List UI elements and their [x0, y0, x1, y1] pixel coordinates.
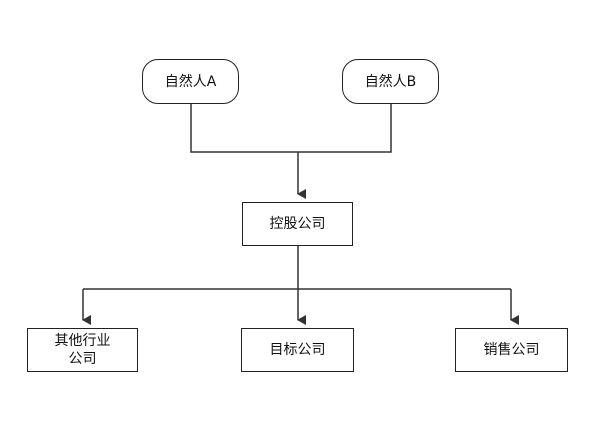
- node-other-industry-company-label: 其他行业 公司: [54, 333, 111, 367]
- node-person-a-label: 自然人A: [164, 73, 217, 90]
- node-target-company-label: 目标公司: [269, 342, 326, 358]
- node-holding-company-label: 控股公司: [269, 216, 326, 232]
- node-target-company: 目标公司: [241, 328, 354, 372]
- edge-person-a-to-holding: [190, 104, 298, 153]
- node-sales-company: 销售公司: [455, 328, 568, 372]
- node-person-b: 自然人B: [342, 59, 439, 104]
- node-holding-company: 控股公司: [242, 202, 353, 246]
- edge-person-b-to-holding: [298, 104, 392, 153]
- node-other-industry-company: 其他行业 公司: [27, 328, 138, 372]
- node-sales-company-label: 销售公司: [483, 342, 540, 358]
- node-person-a: 自然人A: [142, 59, 239, 104]
- node-person-b-label: 自然人B: [364, 73, 417, 90]
